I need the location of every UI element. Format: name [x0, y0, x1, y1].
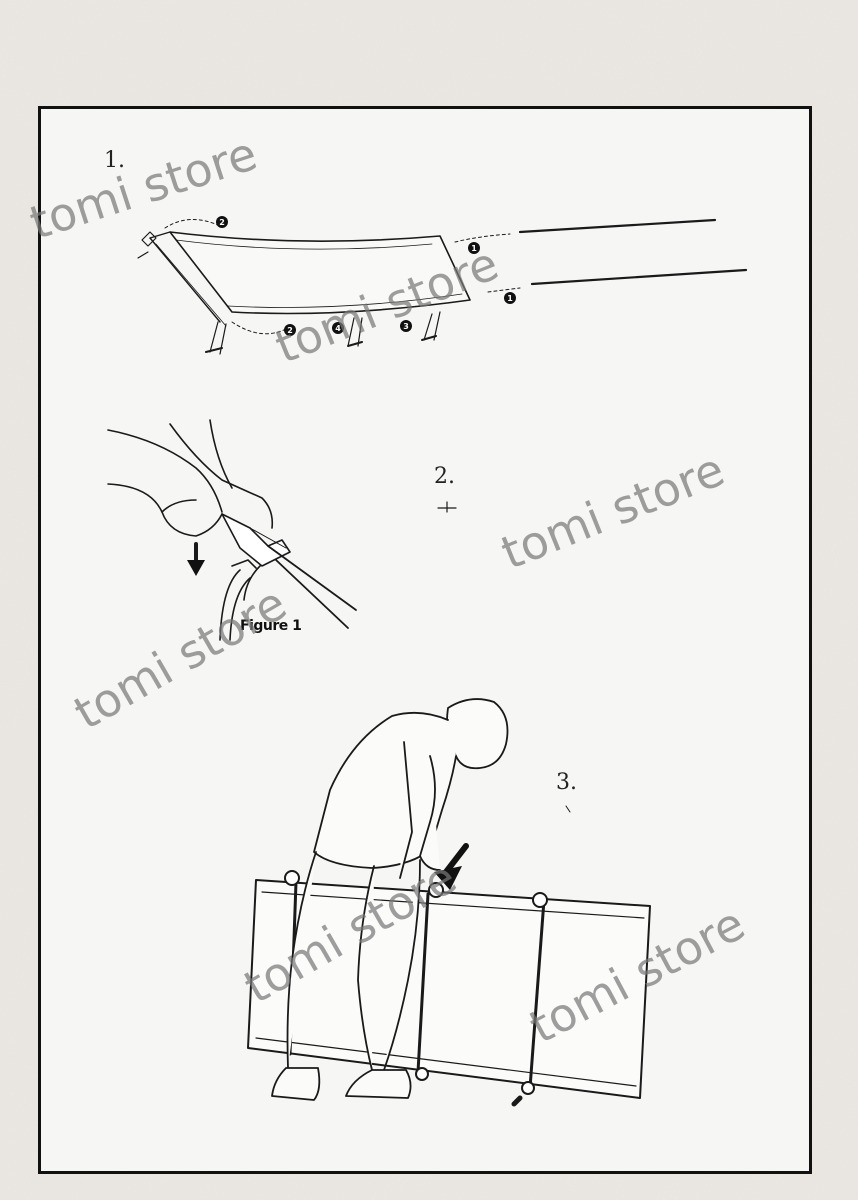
marker-text: 2 — [219, 218, 225, 227]
step1-cot-diagram — [137, 218, 748, 355]
step1-markers — [216, 216, 516, 336]
step3-tick — [565, 805, 571, 813]
marker-text: 3 — [403, 322, 409, 331]
step2-tick — [437, 501, 457, 513]
step3-person — [271, 698, 509, 1101]
figure-caption: Figure 1 — [240, 618, 302, 634]
marker-text: 4 — [335, 324, 341, 333]
marker-text: 2 — [287, 326, 293, 335]
step2-lever-diagram — [107, 419, 357, 641]
marker-text: 1 — [507, 294, 513, 303]
marker-text: 1 — [471, 244, 477, 253]
step-1-label: 1. — [104, 148, 125, 173]
step-3-label: 3. — [556, 770, 577, 795]
step-2-label: 2. — [434, 464, 455, 489]
step3-down-arrow — [434, 843, 469, 890]
